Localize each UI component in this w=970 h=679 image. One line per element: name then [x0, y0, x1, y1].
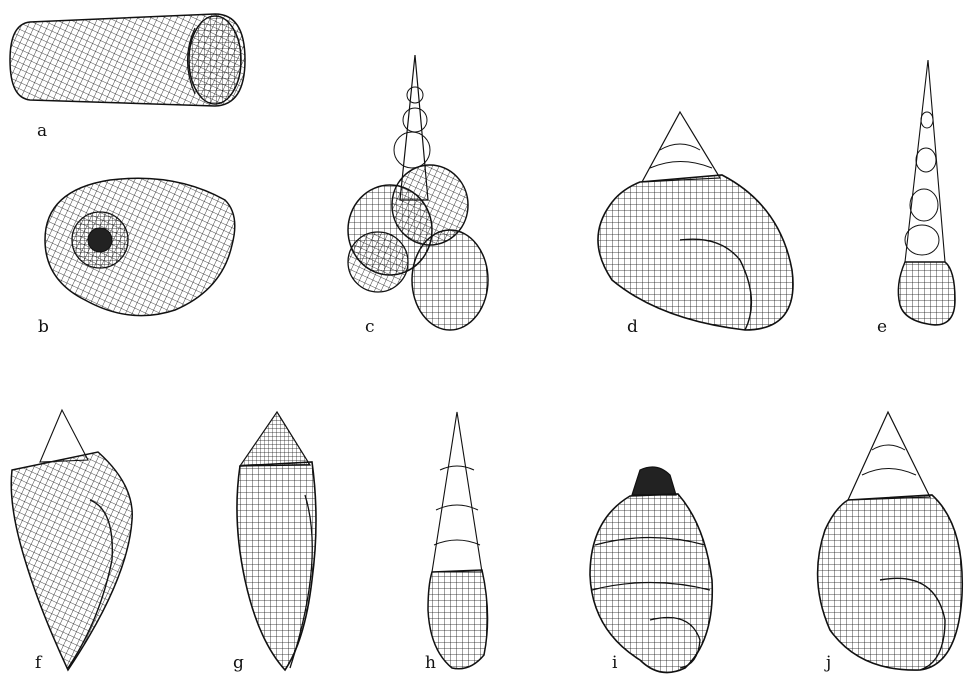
panel-label-e: e — [877, 317, 887, 337]
panel-label-c: c — [365, 317, 375, 337]
panel-label-b: b — [38, 317, 49, 337]
shell-g — [237, 412, 316, 670]
shell-j — [818, 412, 963, 670]
panel-label-f: f — [35, 653, 43, 673]
shell-b — [45, 178, 235, 315]
shell-c — [348, 55, 488, 330]
shell-f — [11, 410, 132, 670]
shell-e — [898, 60, 955, 325]
shell-d — [598, 112, 793, 330]
panel-label-d: d — [627, 317, 638, 337]
panel-label-i: i — [612, 653, 618, 673]
panel-label-a: a — [37, 121, 47, 141]
shell-a — [10, 14, 245, 106]
panel-label-j: j — [824, 653, 831, 673]
shell-i — [590, 467, 712, 673]
shell-h — [428, 412, 488, 669]
panel-label-h: h — [425, 653, 436, 673]
panel-label-g: g — [233, 653, 244, 673]
